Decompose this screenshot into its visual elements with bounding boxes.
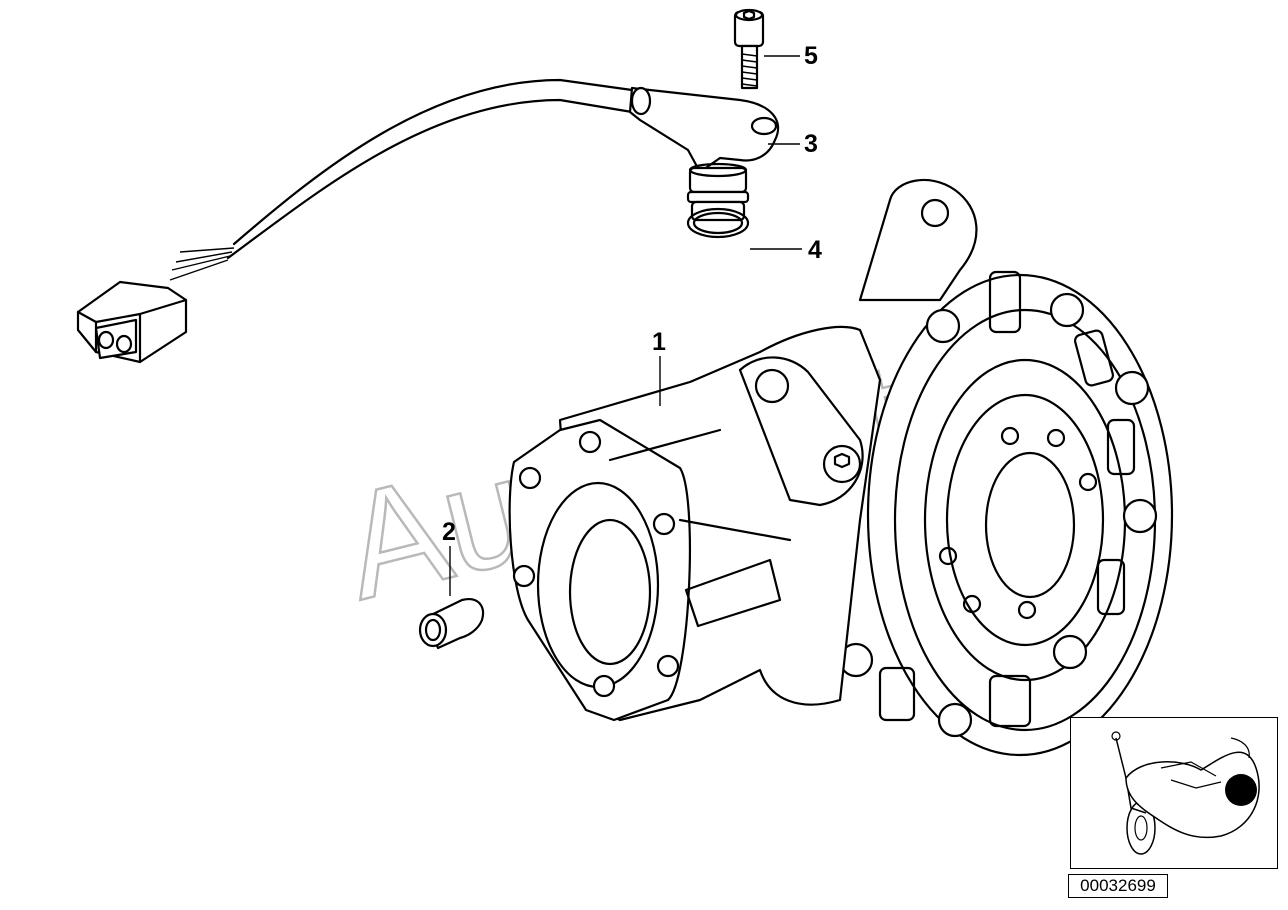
svg-text:4: 4 <box>808 236 822 264</box>
callout-4: 4 <box>750 236 822 264</box>
motorcycle-locator-icon <box>1111 731 1260 855</box>
callout-5: 5 <box>764 42 818 70</box>
diagram-id-label: 00032699 <box>1068 874 1168 898</box>
svg-text:2: 2 <box>442 518 456 546</box>
svg-text:5: 5 <box>804 42 818 70</box>
speed-sensor-with-cable[interactable] <box>76 78 780 364</box>
socket-head-screw[interactable] <box>733 8 765 90</box>
locator-thumbnail <box>1070 717 1278 869</box>
svg-text:3: 3 <box>804 130 818 158</box>
rear-axle-drive-housing[interactable] <box>508 178 1174 757</box>
callout-1: 1 <box>652 328 666 406</box>
dowel-sleeve[interactable] <box>418 598 485 650</box>
o-ring[interactable] <box>686 207 750 239</box>
callout-3: 3 <box>768 130 818 158</box>
callout-2: 2 <box>442 518 456 596</box>
svg-text:1: 1 <box>652 328 666 356</box>
